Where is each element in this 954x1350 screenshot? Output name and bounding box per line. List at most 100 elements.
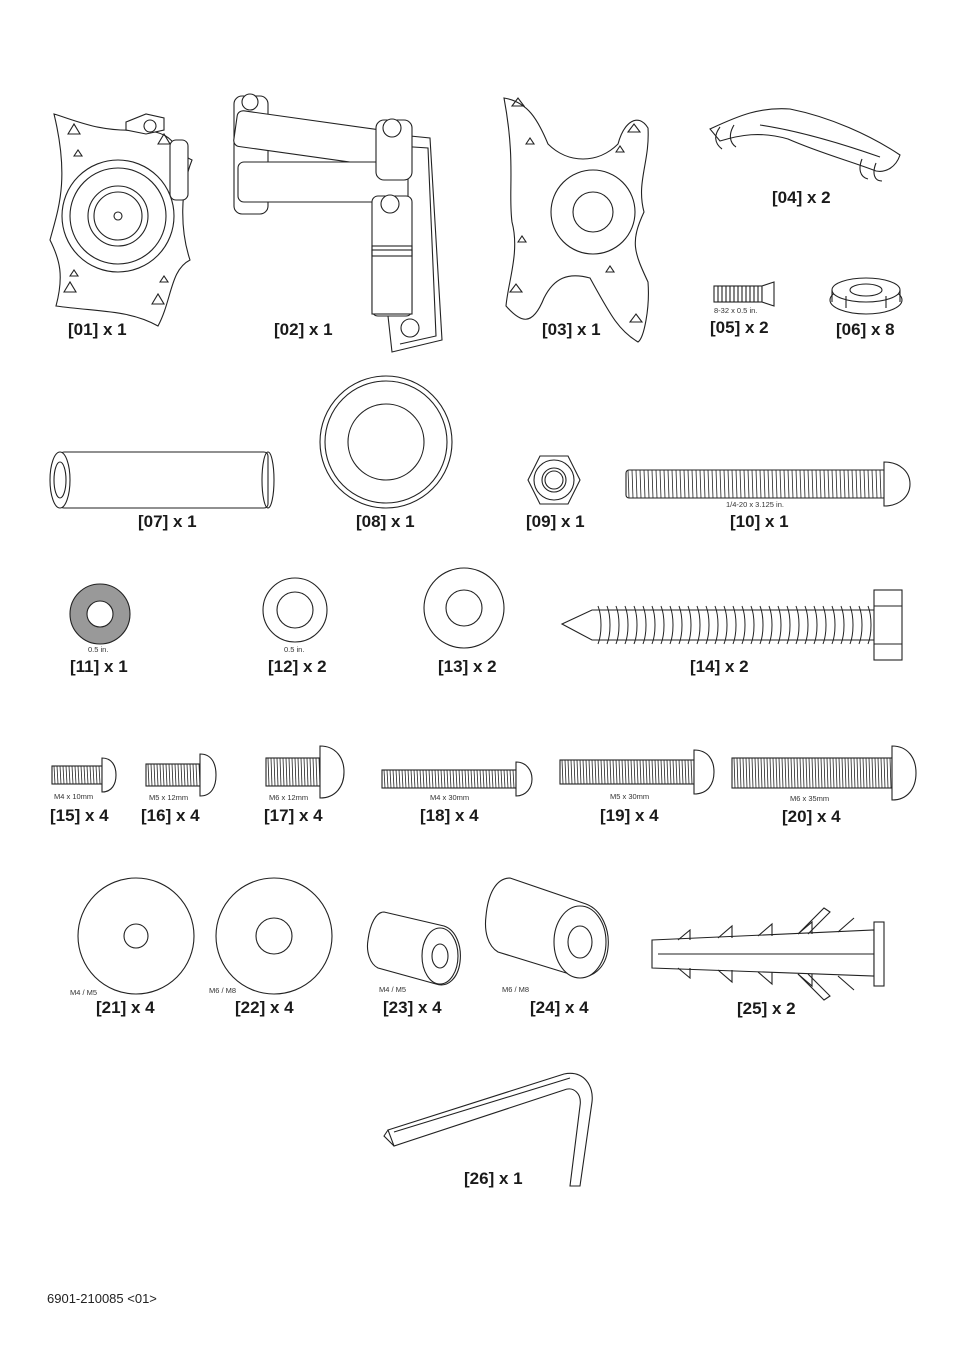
thread-line bbox=[750, 605, 755, 645]
thread-line bbox=[687, 469, 690, 499]
thread-line bbox=[564, 759, 567, 785]
thread-line bbox=[687, 605, 692, 645]
thread-line bbox=[591, 759, 594, 785]
thread-line bbox=[315, 757, 318, 787]
thread-line bbox=[606, 759, 609, 785]
thread-line bbox=[95, 765, 98, 785]
thread-line bbox=[772, 757, 775, 789]
part-16-label: [16] x 4 bbox=[141, 806, 200, 825]
part-02-label: [02] x 1 bbox=[274, 320, 333, 339]
thread-line bbox=[739, 757, 742, 789]
thread-line bbox=[401, 769, 404, 789]
thread-line bbox=[639, 759, 642, 785]
thread-line bbox=[699, 469, 702, 499]
thread-line bbox=[309, 757, 312, 787]
thread-line bbox=[875, 469, 878, 499]
part-12-washer-drawing bbox=[262, 577, 328, 643]
thread-line bbox=[270, 757, 273, 787]
thread-line bbox=[741, 605, 746, 645]
thread-line bbox=[703, 469, 706, 499]
part-19-caption: M5 x 30mm bbox=[610, 792, 650, 801]
thread-line bbox=[585, 759, 588, 785]
part-20-caption: M6 x 35mm bbox=[790, 794, 830, 803]
thread-line bbox=[799, 757, 802, 789]
thread-line bbox=[425, 769, 428, 789]
thread-line bbox=[779, 469, 782, 499]
part-06-label: [06] x 8 bbox=[836, 320, 895, 339]
thread-line bbox=[416, 769, 419, 789]
thread-line bbox=[576, 759, 579, 785]
thread-line bbox=[645, 759, 648, 785]
thread-line bbox=[180, 763, 183, 787]
part-09-hex-nut-drawing bbox=[527, 455, 581, 505]
thread-line bbox=[440, 769, 443, 789]
part-14-lag-bolt-drawing bbox=[560, 589, 903, 661]
thread-line bbox=[659, 469, 662, 499]
thread-line bbox=[859, 469, 862, 499]
thread-line bbox=[509, 769, 512, 789]
thread-line bbox=[687, 759, 690, 785]
thread-line bbox=[630, 759, 633, 785]
thread-line bbox=[819, 469, 822, 499]
thread-line bbox=[62, 765, 65, 785]
thread-line bbox=[838, 757, 841, 789]
thread-line bbox=[862, 757, 865, 789]
thread-line bbox=[783, 469, 786, 499]
part-24-caption: M6 / M8 bbox=[502, 985, 530, 994]
thread-line bbox=[791, 469, 794, 499]
thread-line bbox=[153, 763, 156, 787]
thread-line bbox=[763, 757, 766, 789]
thread-line bbox=[748, 757, 751, 789]
thread-line bbox=[282, 757, 285, 787]
thread-line bbox=[609, 759, 612, 785]
thread-line bbox=[856, 757, 859, 789]
part-03-label: [03] x 1 bbox=[542, 320, 601, 339]
part-20-label: [20] x 4 bbox=[782, 807, 841, 826]
thread-line bbox=[859, 757, 862, 789]
thread-line bbox=[855, 469, 858, 499]
thread-line bbox=[624, 759, 627, 785]
thread-line bbox=[156, 763, 159, 787]
thread-line bbox=[683, 469, 686, 499]
thread-line bbox=[497, 769, 500, 789]
thread-line bbox=[826, 757, 829, 789]
thread-line bbox=[669, 605, 674, 645]
thread-line bbox=[627, 469, 630, 499]
part-09-label: [09] x 1 bbox=[526, 512, 585, 531]
part-18-caption: M4 x 30mm bbox=[430, 793, 470, 802]
part-06-cap-nut-drawing bbox=[829, 277, 903, 315]
thread-line bbox=[512, 769, 515, 789]
thread-line bbox=[642, 759, 645, 785]
thread-line bbox=[739, 469, 742, 499]
thread-line bbox=[811, 469, 814, 499]
thread-line bbox=[767, 469, 770, 499]
part-25-wall-anchor-drawing bbox=[651, 907, 885, 1001]
thread-line bbox=[500, 769, 503, 789]
thread-line bbox=[594, 759, 597, 785]
part-23-spacer-drawing bbox=[366, 911, 461, 986]
thread-line bbox=[273, 757, 276, 787]
part-15-screw-drawing bbox=[51, 757, 117, 793]
thread-line bbox=[654, 759, 657, 785]
thread-line bbox=[615, 605, 620, 645]
thread-line bbox=[735, 469, 738, 499]
thread-line bbox=[886, 757, 889, 789]
part-10-label: [10] x 1 bbox=[730, 512, 789, 531]
thread-line bbox=[467, 769, 470, 789]
thread-line bbox=[53, 765, 56, 785]
thread-line bbox=[681, 759, 684, 785]
thread-line bbox=[669, 759, 672, 785]
thread-line bbox=[195, 763, 198, 787]
thread-line bbox=[781, 757, 784, 789]
thread-line bbox=[651, 469, 654, 499]
thread-line bbox=[723, 605, 728, 645]
thread-line bbox=[431, 769, 434, 789]
thread-line bbox=[796, 757, 799, 789]
thread-line bbox=[503, 769, 506, 789]
thread-line bbox=[851, 469, 854, 499]
thread-line bbox=[455, 769, 458, 789]
thread-line bbox=[434, 769, 437, 789]
thread-line bbox=[663, 759, 666, 785]
part-19-label: [19] x 4 bbox=[600, 806, 659, 825]
